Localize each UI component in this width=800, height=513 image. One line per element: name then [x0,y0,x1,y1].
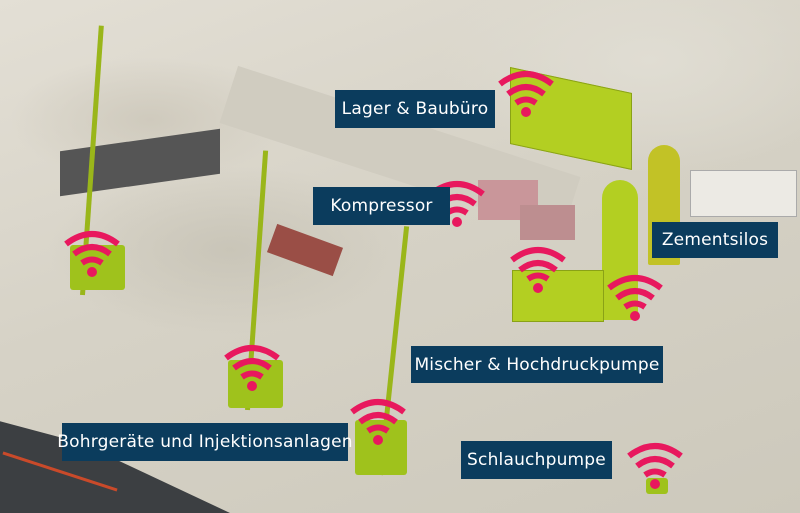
truck [266,223,344,277]
label-bohrgeraete-injektionsanlagen: Bohrgeräte und Injektionsanlagen [57,423,353,461]
wifi-signal-icon [627,443,683,489]
mixer-unit [512,270,604,322]
label-zementsilos: Zementsilos [652,222,778,258]
label-schlauchpumpe: Schlauchpumpe [461,441,612,479]
wifi-signal-icon [64,231,120,277]
wifi-signal-icon [510,247,566,293]
label-lager-baubuero: Lager & Baubüro [335,90,495,128]
label-mischer-hochdruckpumpe: Mischer & Hochdruckpumpe [411,346,663,383]
wifi-signal-icon [350,399,406,445]
label-kompressor: Kompressor [313,187,450,225]
wifi-signal-icon [607,275,663,321]
compressor-unit-2 [520,205,575,240]
sheet-pile-wall [60,128,220,197]
wifi-signal-icon [498,71,554,117]
white-containers [690,170,797,217]
wifi-signal-icon [224,345,280,391]
